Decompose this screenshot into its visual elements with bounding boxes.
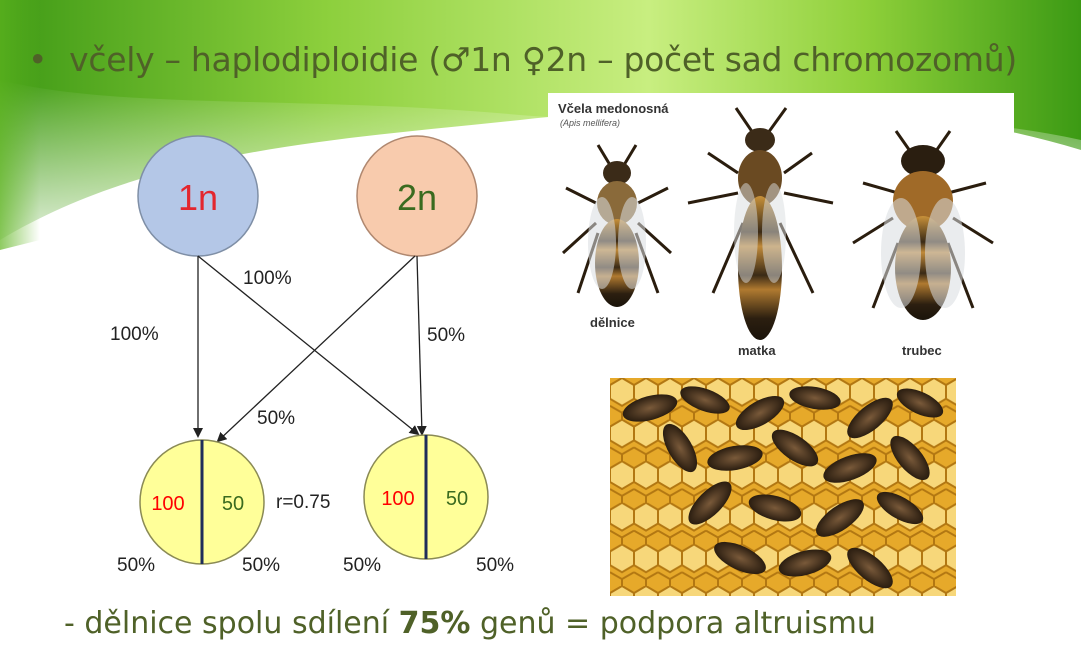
arrow-female-to-right: [417, 256, 422, 434]
bee-worker-label: dělnice: [590, 315, 635, 330]
edge-label-male-cross: 100%: [243, 268, 292, 289]
offspring-right-bottom-left: 50%: [343, 555, 381, 576]
offspring-left-paternal: 100: [151, 493, 184, 515]
male-parent-label: 1n: [178, 177, 218, 218]
edge-label-female-cross: 50%: [257, 408, 295, 429]
edge-label-female-right: 50%: [427, 325, 465, 346]
offspring-right-bottom-right: 50%: [476, 555, 514, 576]
bottom-prefix: - dělnice spolu sdílení: [64, 606, 399, 641]
bee-panel-title: Včela medonosná: [558, 101, 669, 116]
offspring-left-maternal: 50: [222, 493, 244, 515]
edge-label-male-left: 100%: [110, 324, 159, 345]
bottom-suffix: genů = podpora altruismu: [470, 606, 875, 641]
bottom-conclusion: - dělnice spolu sdílení 75% genů = podpo…: [64, 606, 876, 641]
offspring-left-bottom-right: 50%: [242, 555, 280, 576]
bee-queen-label: matka: [738, 343, 776, 358]
offspring-left-bottom-left: 50%: [117, 555, 155, 576]
female-parent-label: 2n: [397, 177, 437, 218]
bee-panel-subtitle: (Apis mellifera): [560, 118, 620, 128]
bee-castes-illustration: Včela medonosná (Apis mellifera) dělnice…: [548, 93, 1014, 361]
offspring-right-paternal: 100: [381, 488, 414, 510]
honeycomb-photo: [610, 378, 956, 596]
offspring-right-maternal: 50: [446, 488, 468, 510]
bottom-percent: 75%: [399, 606, 471, 641]
bee-drone-label: trubec: [902, 343, 942, 358]
arrow-male-to-right: [198, 256, 418, 434]
relatedness-label: r=0.75: [276, 492, 330, 513]
